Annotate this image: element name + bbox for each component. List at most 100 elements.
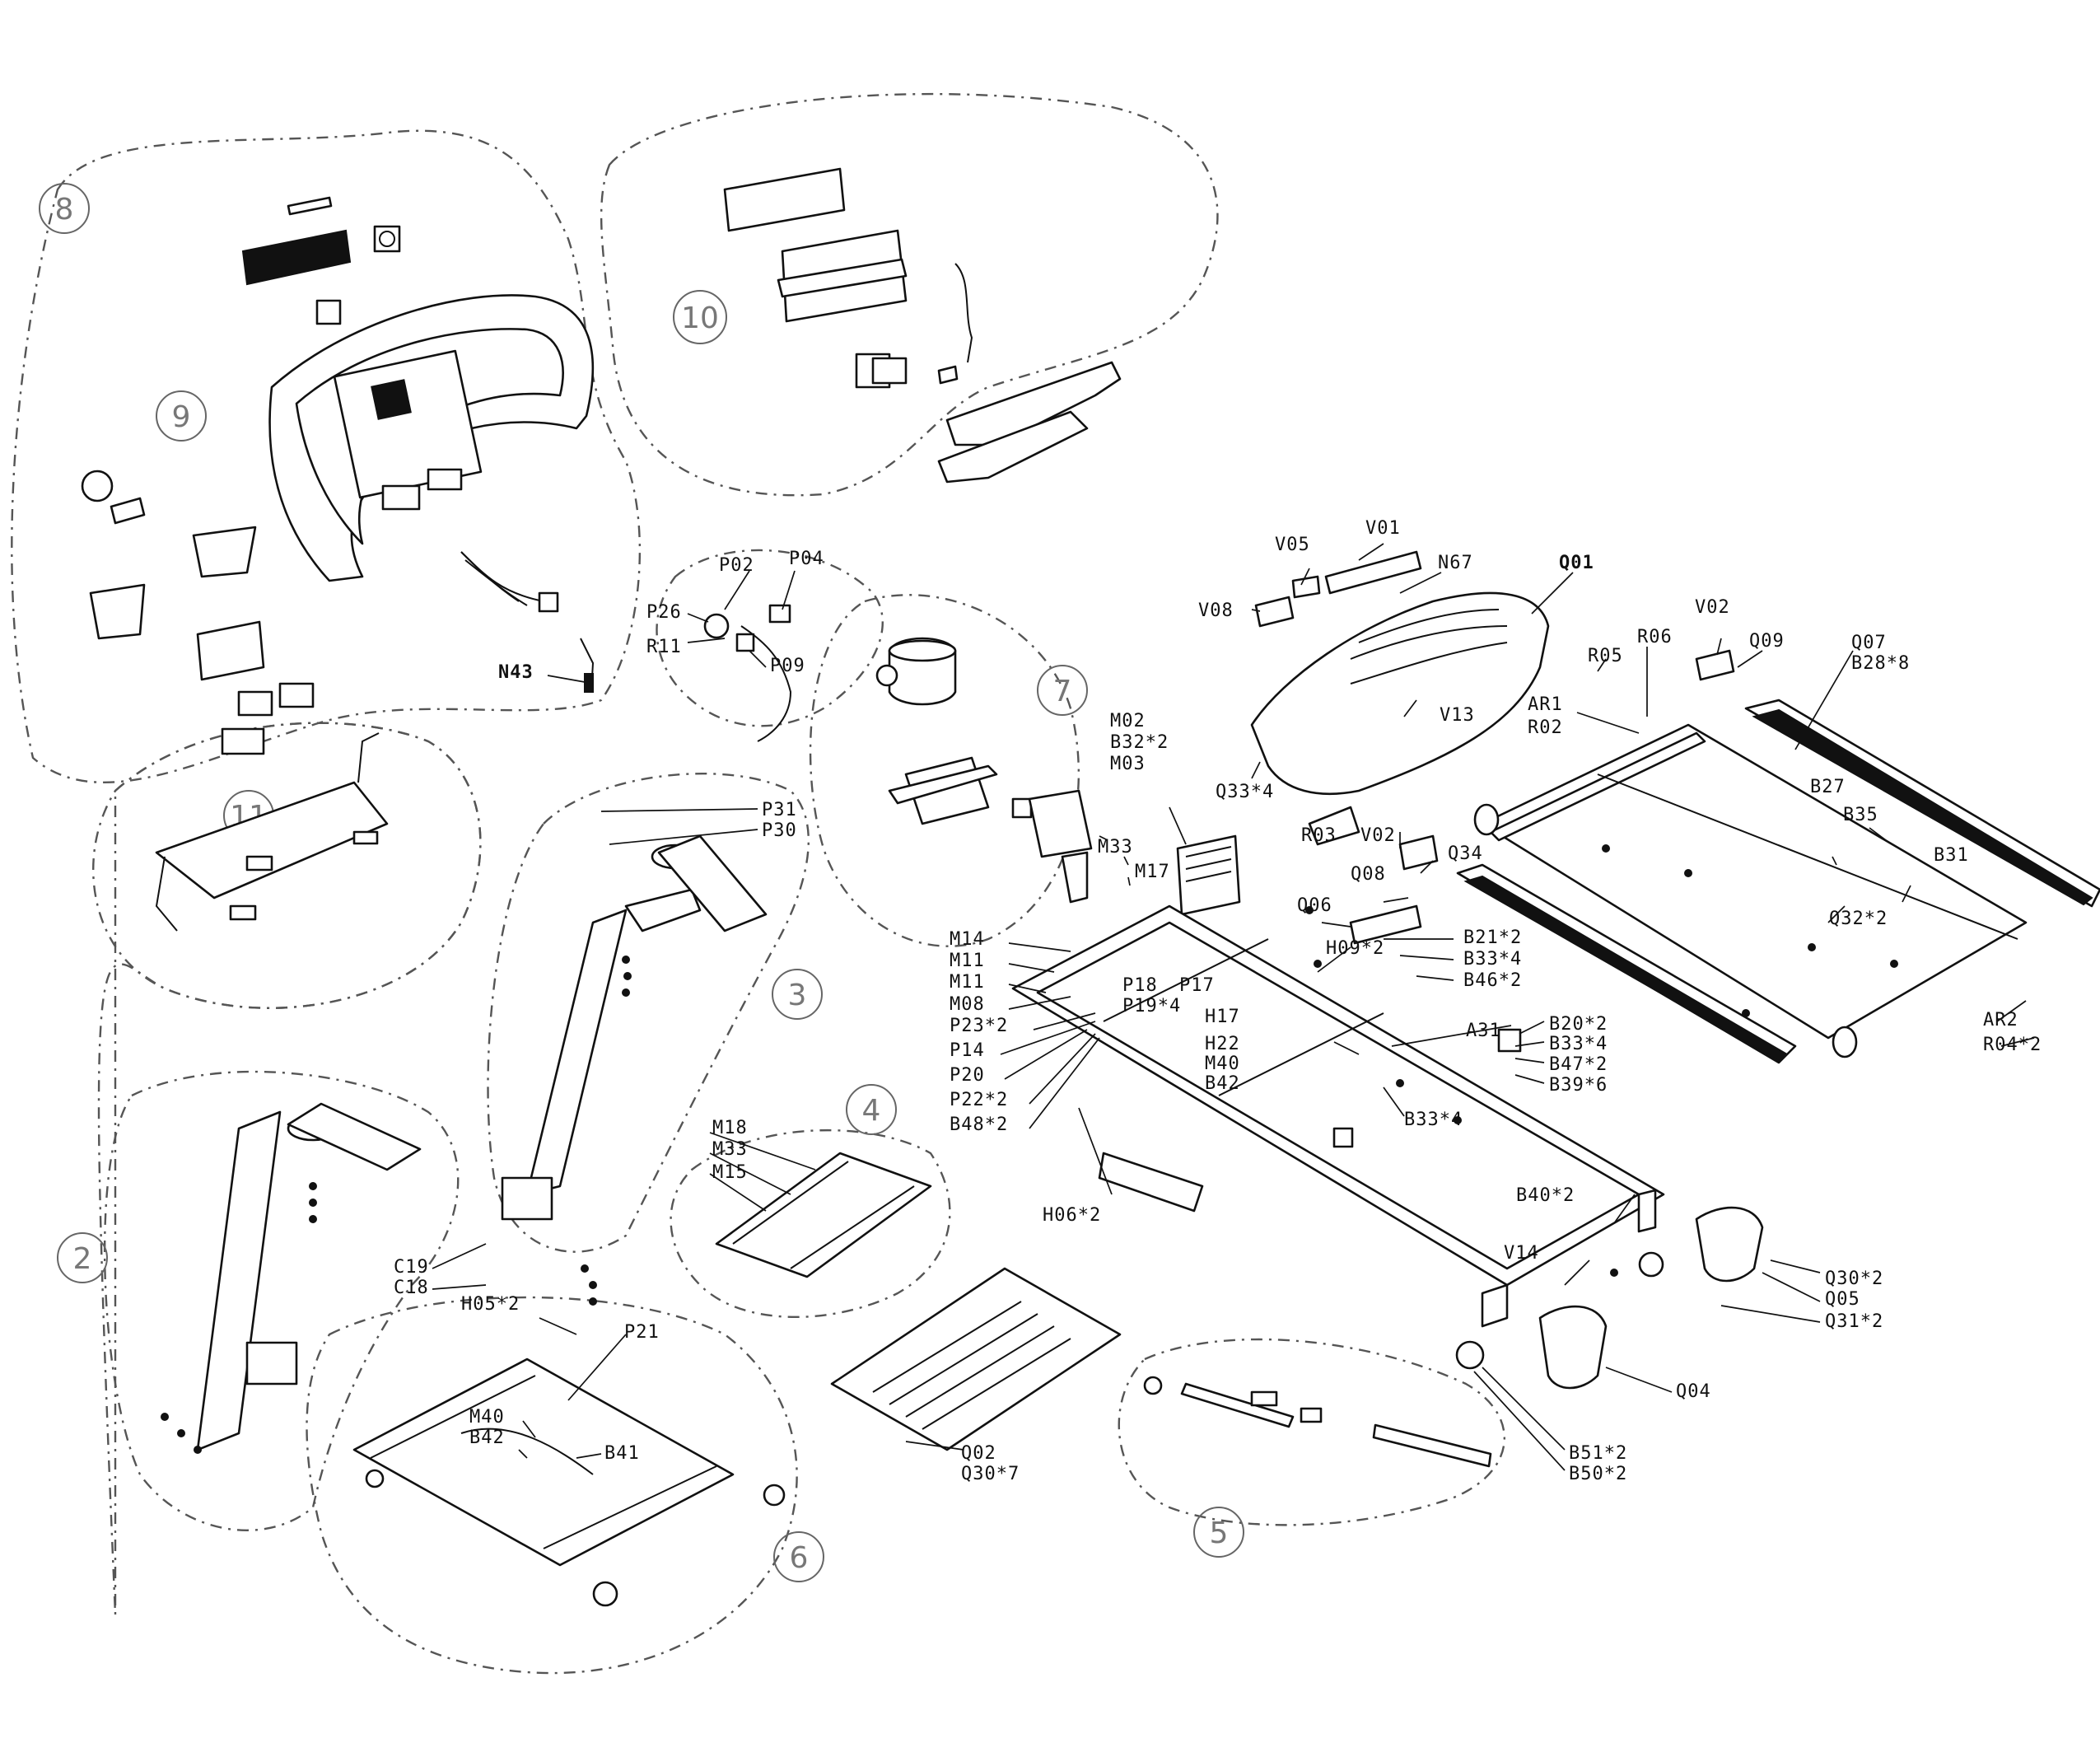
- console-assembly: [241, 196, 595, 606]
- label-b42-frame: B42: [1205, 1073, 1240, 1094]
- label-m08: M08: [950, 994, 985, 1015]
- label-v02-mid: V02: [1360, 825, 1396, 846]
- group-number-2: 2: [57, 1232, 108, 1283]
- label-q01: Q01: [1559, 553, 1594, 573]
- label-q09: Q09: [1749, 631, 1785, 652]
- label-p18: P18: [1122, 975, 1158, 996]
- label-q34: Q34: [1448, 843, 1483, 864]
- label-b28: B28*8: [1851, 653, 1910, 674]
- label-p23: P23*2: [950, 1016, 1008, 1036]
- label-b51: B51*2: [1569, 1443, 1627, 1464]
- zone-upright-right-group-3: [487, 773, 810, 1253]
- label-b33-b: B33*4: [1549, 1034, 1608, 1054]
- zone-console-top-group-10: [600, 92, 1219, 497]
- zone-rails-group-5: [1118, 1338, 1505, 1526]
- group-number-5: 5: [1193, 1507, 1244, 1558]
- side-rail-left-q06: [1456, 863, 1797, 1064]
- label-b33-a: B33*4: [1463, 949, 1522, 970]
- label-ar2: AR2: [1983, 1010, 2018, 1030]
- fastener-screws: [161, 844, 1898, 1454]
- upright-right-group-3: [501, 834, 768, 1221]
- zone-handlebar-group-11: [97, 722, 482, 1615]
- label-q06: Q06: [1297, 895, 1332, 916]
- running-deck: [1473, 723, 2028, 1058]
- label-r06: R06: [1637, 627, 1673, 647]
- label-h09: H09*2: [1326, 938, 1384, 959]
- svg-text:7: 7: [1053, 675, 1072, 708]
- zone-base-frame-group-6: [306, 1296, 798, 1675]
- wiring-sensor-parts: [703, 604, 792, 742]
- label-p04: P04: [789, 549, 824, 569]
- label-b46: B46*2: [1463, 970, 1522, 991]
- motor-assembly: [875, 637, 1033, 825]
- label-b21: B21*2: [1463, 928, 1522, 948]
- group-number-8: 8: [39, 183, 90, 234]
- zone-wiring-p-group: [656, 549, 884, 727]
- label-b35: B35: [1843, 805, 1878, 825]
- main-frame: [1011, 904, 1665, 1370]
- label-q31: Q31*2: [1825, 1311, 1883, 1332]
- svg-text:6: 6: [790, 1541, 809, 1575]
- label-h22: H22: [1205, 1034, 1240, 1054]
- label-m03: M03: [1110, 754, 1146, 774]
- label-m33-incline: M33: [712, 1139, 748, 1160]
- label-q30-rear: Q30*2: [1825, 1269, 1883, 1289]
- rear-endcap-q05: [1695, 1206, 1764, 1283]
- label-m18: M18: [712, 1118, 748, 1138]
- label-q32: Q32*2: [1829, 909, 1888, 929]
- upright-left-group-2: [196, 1102, 422, 1451]
- zone-incline-group-4: [670, 1128, 951, 1319]
- console-top-assembly: [723, 167, 1122, 484]
- label-p20: P20: [950, 1065, 985, 1086]
- label-q30-tray: Q30*7: [961, 1464, 1020, 1484]
- label-p21: P21: [624, 1322, 660, 1343]
- label-p17: P17: [1179, 975, 1215, 996]
- group-number-4: 4: [846, 1084, 897, 1135]
- roller-cover-parts: [1308, 649, 1735, 871]
- label-p19: P19*4: [1122, 996, 1181, 1016]
- wire-harness-n43: [460, 551, 595, 693]
- label-c19: C19: [394, 1257, 429, 1278]
- svg-text:9: 9: [172, 400, 191, 434]
- motor-hood-q01: [1250, 591, 1550, 796]
- label-a31: A31: [1466, 1021, 1501, 1041]
- label-r11: R11: [646, 637, 682, 657]
- svg-text:8: 8: [55, 193, 74, 227]
- side-rail-right-q07: [1744, 699, 2100, 908]
- label-b47: B47*2: [1549, 1054, 1608, 1075]
- label-m14: M14: [950, 929, 985, 950]
- label-m17: M17: [1135, 862, 1170, 882]
- label-n67: N67: [1438, 553, 1473, 573]
- label-q04: Q04: [1676, 1381, 1711, 1402]
- label-b50: B50*2: [1569, 1464, 1627, 1484]
- label-v08: V08: [1198, 600, 1234, 621]
- group-number-7: 7: [1037, 665, 1088, 716]
- circuit-board-m03: [1176, 834, 1241, 916]
- label-p14: P14: [950, 1040, 985, 1061]
- motor-controller-m02: [1028, 789, 1093, 904]
- group-number-3: 3: [772, 969, 823, 1020]
- cup-holders-and-tray: [81, 470, 315, 755]
- label-m15: M15: [712, 1162, 748, 1183]
- label-q02: Q02: [961, 1443, 996, 1464]
- label-b41: B41: [604, 1443, 640, 1464]
- rails-group-5: [1143, 1376, 1492, 1468]
- label-b31: B31: [1934, 845, 1969, 866]
- label-p31: P31: [762, 800, 797, 820]
- label-q08: Q08: [1351, 864, 1386, 885]
- label-v01: V01: [1365, 518, 1401, 539]
- label-m02: M02: [1110, 711, 1146, 731]
- label-v13: V13: [1440, 705, 1475, 726]
- label-m33-frame: M33: [1098, 837, 1133, 857]
- label-p30: P30: [762, 820, 797, 841]
- zone-motor-group-7: [809, 594, 1080, 947]
- handlebar-assembly: [155, 732, 389, 932]
- incline-frame-group-4: [715, 1152, 932, 1278]
- svg-text:5: 5: [1210, 1516, 1229, 1550]
- label-p02: P02: [719, 555, 754, 576]
- label-r05: R05: [1588, 646, 1623, 666]
- label-b20: B20*2: [1549, 1014, 1608, 1035]
- label-b39: B39*6: [1549, 1075, 1608, 1096]
- label-b27: B27: [1810, 777, 1846, 797]
